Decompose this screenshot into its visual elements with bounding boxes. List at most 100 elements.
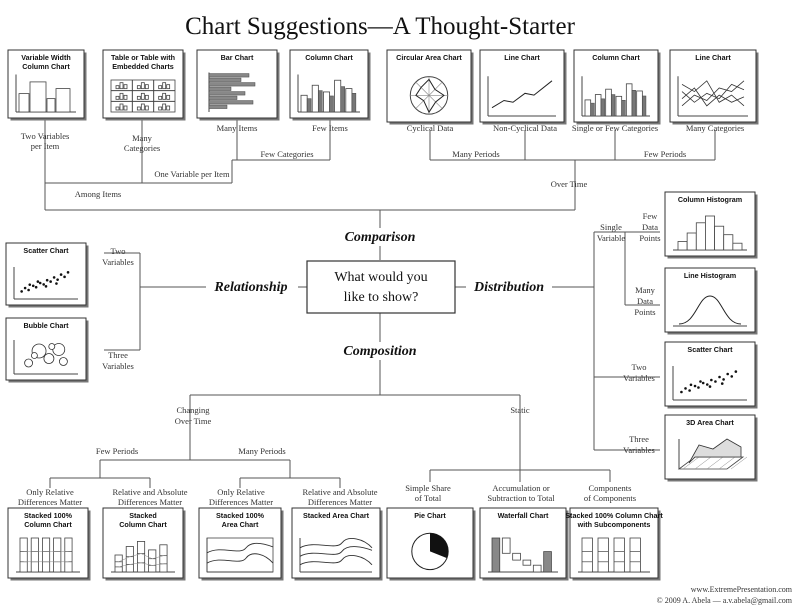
- label-among-items: Among Items: [75, 189, 122, 199]
- center-question-line-2: like to show?: [344, 290, 419, 305]
- card-title: Column Chart: [22, 62, 70, 71]
- category-comparison: Comparison: [345, 230, 416, 245]
- card-column-chart-1: Column Chart: [289, 49, 371, 121]
- chart-thumbnail-icon: [409, 76, 449, 115]
- chart-thumbnail-icon: [208, 72, 256, 112]
- label-few-categories: Few Categories: [260, 149, 313, 159]
- chart-thumbnail-icon: [206, 537, 274, 573]
- label-cyclical-data: Cyclical Data: [407, 123, 454, 133]
- chart-thumbnail-icon: [411, 532, 449, 571]
- label-one-variable-per-item: One Variable per Item: [154, 169, 230, 179]
- page-title: Chart Suggestions—A Thought-Starter: [185, 13, 575, 40]
- label-many-categories-right: Many Categories: [686, 123, 744, 133]
- card-title: Stacked 100% Column Chart: [565, 511, 663, 520]
- chart-thumbnail-icon: [297, 74, 360, 113]
- card-title: 3D Area Chart: [686, 418, 734, 427]
- center-question-line-1: What would you: [334, 270, 427, 285]
- card-waterfall: Waterfall Chart: [479, 507, 569, 581]
- chart-thumbnail-icon: [15, 74, 76, 113]
- chart-thumbnail-icon: [111, 541, 175, 573]
- card-bar-chart: Bar Chart: [196, 49, 280, 121]
- category-relationship: Relationship: [213, 280, 287, 295]
- card-title: Bar Chart: [221, 53, 254, 62]
- card-scatter-rel: Scatter Chart: [5, 242, 89, 308]
- card-title: with Subcomponents: [577, 520, 651, 529]
- card-title: Stacked 100%: [24, 511, 73, 520]
- card-bubble: Bubble Chart: [5, 317, 89, 383]
- card-title: Circular Area Chart: [396, 53, 462, 62]
- label-many-periods-top: Many Periods: [452, 149, 499, 159]
- chart-thumbnail-icon: [16, 537, 80, 573]
- card-title: Stacked: [129, 511, 157, 520]
- chart-thumbnail-icon: [299, 538, 373, 573]
- chart-thumbnail-icon: [488, 537, 558, 573]
- card-title: Scatter Chart: [23, 246, 69, 255]
- label-few-periods-top: Few Periods: [644, 149, 686, 159]
- label-non-cyclical-data: Non-Cyclical Data: [493, 123, 557, 133]
- card-stacked100-column: Stacked 100%Column Chart: [7, 507, 91, 581]
- card-title: Table or Table with: [111, 53, 175, 62]
- card-title: Pie Chart: [414, 511, 446, 520]
- chart-thumbnail-icon: [581, 76, 650, 117]
- card-line-histogram: Line Histogram: [664, 267, 758, 335]
- center-question-box: What would you like to show?: [306, 260, 456, 314]
- card-title: Scatter Chart: [687, 345, 733, 354]
- chart-thumbnail-icon: [673, 215, 747, 251]
- card-title: Stacked 100%: [216, 511, 265, 520]
- card-title: Bubble Chart: [23, 321, 69, 330]
- card-title: Area Chart: [222, 520, 259, 529]
- card-column-histogram: Column Histogram: [664, 191, 758, 259]
- card-title: Column Chart: [305, 53, 353, 62]
- chart-thumbnail-icon: [487, 76, 556, 117]
- card-title: Line Histogram: [684, 271, 736, 280]
- card-line-chart-1: Line Chart: [479, 49, 567, 125]
- connector-lines: [44, 120, 716, 488]
- chart-thumbnail-icon: [672, 366, 747, 401]
- card-title: Column Chart: [592, 53, 640, 62]
- card-title: Column Chart: [24, 520, 72, 529]
- chart-thumbnail-icon: [13, 267, 78, 300]
- card-title: Stacked Area Chart: [303, 511, 370, 520]
- card-title: Column Histogram: [678, 195, 742, 204]
- card-title: Column Chart: [119, 520, 167, 529]
- card-area-3d: 3D Area Chart: [664, 414, 758, 482]
- card-line-chart-2: Line Chart: [669, 49, 759, 125]
- chart-thumbnail-icon: [677, 438, 748, 470]
- card-title: Waterfall Chart: [498, 511, 549, 520]
- card-title: Embedded Charts: [112, 62, 174, 71]
- label-few-periods-bottom: Few Periods: [96, 446, 138, 456]
- card-stacked-area: Stacked Area Chart: [291, 507, 383, 581]
- chart-thumbnail-icon: [673, 295, 747, 327]
- footer-copyright: © 2009 A. Abela — a.v.abela@gmail.com: [657, 596, 793, 605]
- label-few-items: Few Items: [312, 123, 348, 133]
- chart-thumbnail-icon: [13, 340, 78, 375]
- label-static: Static: [510, 405, 530, 415]
- label-single-or-few-categories: Single or Few Categories: [572, 123, 658, 133]
- category-composition: Composition: [343, 344, 416, 359]
- category-distribution: Distribution: [473, 280, 544, 295]
- chart-thumbnail-icon: [677, 76, 748, 117]
- chart-thumbnail-icon: [110, 79, 176, 113]
